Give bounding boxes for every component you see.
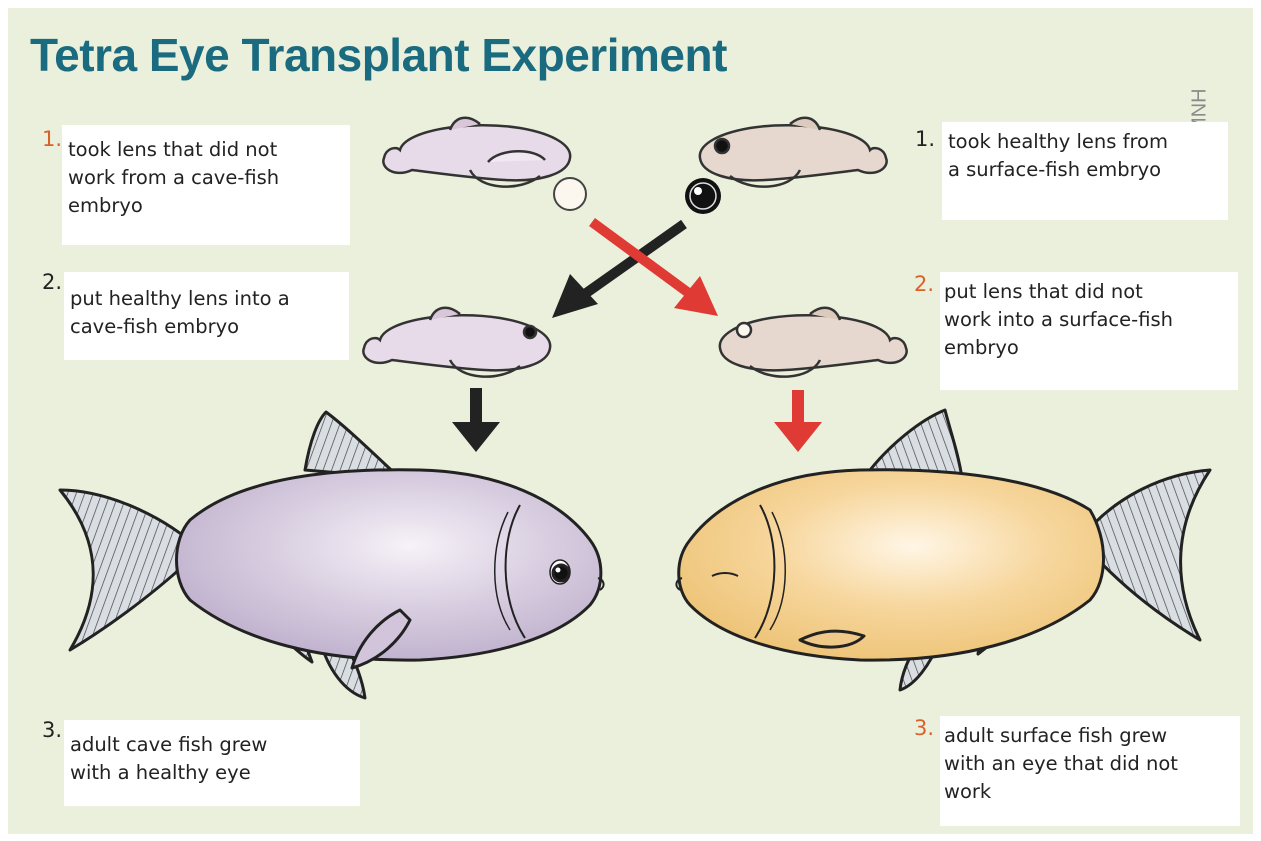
step-2-right-line: embryo [944,334,1173,362]
step-2-left-line: cave-fish embryo [70,313,290,341]
step-2-left-number: 2. [42,270,62,294]
adult-cave-fish [60,412,604,698]
step-3-right-line: with an eye that did not [944,750,1178,778]
step-3-left-line: adult cave fish grew [70,731,267,759]
adult-surface-fish [676,410,1210,690]
surface-fish-embryo [700,118,887,187]
step-3-left-number: 3. [42,718,62,742]
step-2-right-line: work into a surface-fish [944,306,1173,334]
step-2-left-line: put healthy lens into a [70,285,290,313]
cave-fish-embryo-with-healthy-eye [363,308,550,377]
step-2-right-line: put lens that did not [944,278,1173,306]
step-2-left-text: put healthy lens into a cave-fish embryo [70,285,290,341]
step-3-left-text: adult cave fish grew with a healthy eye [70,731,267,787]
step-2-right-text: put lens that did not work into a surfac… [944,278,1173,362]
surface-fish-embryo-with-nonworking-lens [720,308,907,377]
step-1-right-text: took healthy lens from a surface-fish em… [948,128,1168,184]
step-1-left-line: took lens that did not [68,136,279,164]
step-2-right-number: 2. [914,272,934,296]
step-1-right-line: took healthy lens from [948,128,1168,156]
step-1-right-line: a surface-fish embryo [948,156,1168,184]
down-arrow-surface [774,390,822,452]
nonworking-lens [554,178,586,210]
step-1-left-number: 1. [42,127,62,151]
transplant-arrow-nonworking-lens [592,222,718,316]
cave-fish-embryo [383,118,570,187]
step-1-left-line: work from a cave-fish [68,164,279,192]
step-3-right-text: adult surface fish grew with an eye that… [944,722,1178,806]
step-3-left-line: with a healthy eye [70,759,267,787]
step-1-right-number: 1. [915,127,935,151]
step-3-right-number: 3. [914,716,934,740]
step-1-left-text: took lens that did not work from a cave-… [68,136,279,220]
step-1-left-line: embryo [68,192,279,220]
step-3-right-line: work [944,778,1178,806]
healthy-lens [685,178,721,214]
down-arrow-cave [452,388,500,452]
step-3-right-line: adult surface fish grew [944,722,1178,750]
